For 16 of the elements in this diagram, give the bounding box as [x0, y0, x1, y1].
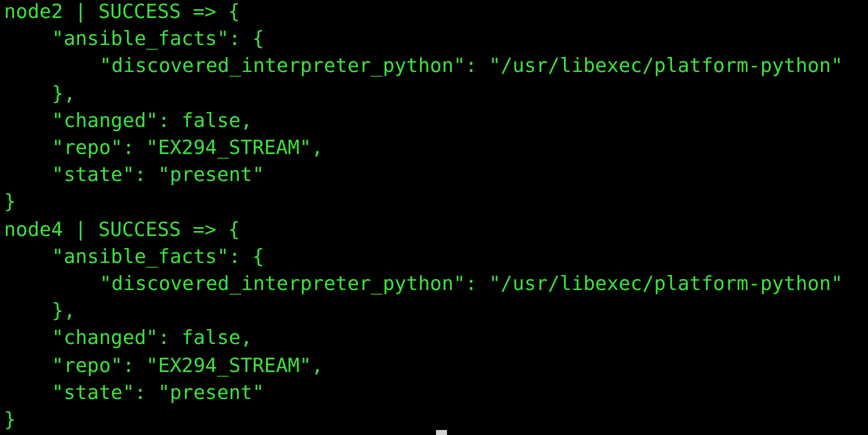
terminal-output-line: },	[52, 82, 76, 106]
terminal-output-line: "ansible_facts": {	[52, 244, 264, 269]
terminal-output-line: "state": "present"	[52, 163, 264, 188]
terminal-output-line: }	[4, 408, 16, 432]
terminal-output-line: "repo": "EX294_STREAM",	[52, 136, 324, 160]
terminal-output-line: "ansible_facts": {	[52, 27, 264, 52]
terminal-output-line: "state": "present"	[52, 380, 264, 405]
terminal-output-line: node2 | SUCCESS => {	[4, 0, 240, 24]
terminal-output-line: "repo": "EX294_STREAM",	[52, 354, 324, 378]
terminal-output-line: node4 | SUCCESS => {	[4, 218, 240, 242]
terminal-output-line: "changed": false,	[52, 326, 252, 350]
terminal-output-line: },	[52, 299, 76, 324]
terminal-output-line: "changed": false,	[52, 108, 252, 133]
terminal-output-line: }	[4, 190, 16, 214]
terminal-output-line: "discovered_interpreter_python": "/usr/libexec/platform-python"	[100, 54, 843, 78]
terminal-output-line: "discovered_interpreter_python": "/usr/libexec/platform-python"	[100, 272, 843, 296]
